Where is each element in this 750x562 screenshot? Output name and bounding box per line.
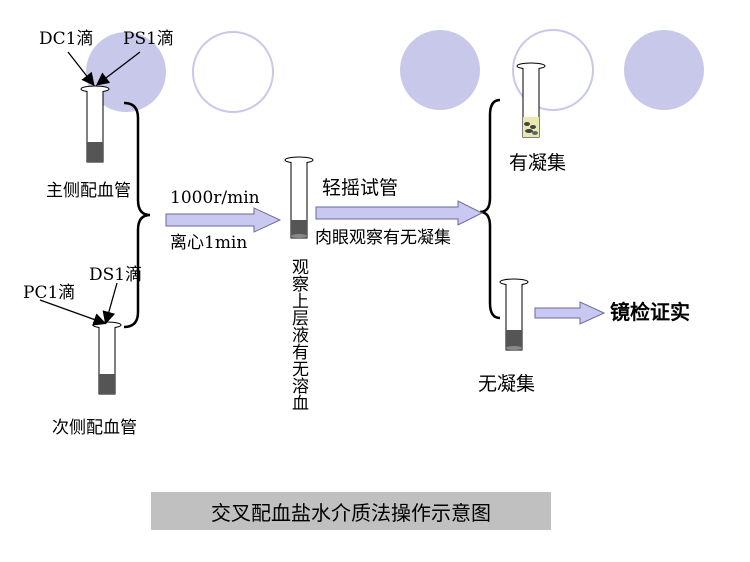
diagram-title-text: 交叉配血盐水介质法操作示意图	[211, 500, 491, 525]
microscope-confirm-label: 镜检证实	[610, 300, 690, 324]
ds1-label: DS1滴	[89, 265, 143, 285]
minor-tube-icon	[92, 321, 122, 395]
no-agglutination-label: 无凝集	[478, 373, 536, 395]
microscope-arrow	[534, 301, 606, 325]
diagram-title: 交叉配血盐水介质法操作示意图	[151, 492, 551, 530]
agglutination-tube-icon	[516, 62, 546, 138]
centrifuge-label: 离心1min	[170, 233, 248, 253]
decor-circle-3	[400, 30, 480, 110]
main-tube-icon	[80, 85, 110, 163]
pc1-arrow	[39, 299, 107, 326]
ps1-label: PS1滴	[123, 29, 174, 49]
decor-circle-2	[192, 31, 274, 113]
center-tube-icon	[284, 156, 314, 239]
dc1-label: DC1滴	[39, 29, 94, 49]
shake-label: 轻摇试管	[322, 177, 399, 199]
decor-circle-1	[86, 32, 166, 112]
shake-arrow	[315, 200, 484, 226]
centrifuge-arrow	[165, 207, 282, 233]
ps1-arrow	[95, 51, 141, 86]
has-agglutination-label: 有凝集	[509, 152, 567, 174]
observe-agglutination-label: 肉眼观察有无凝集	[315, 228, 451, 248]
ds1-arrow	[102, 282, 118, 325]
main-tube-label: 主侧配血管	[46, 181, 131, 201]
speed-label: 1000r/min	[170, 188, 260, 208]
minor-tube-label: 次侧配血管	[52, 418, 137, 438]
pc1-label: PC1滴	[23, 283, 76, 303]
right-brace	[479, 98, 501, 320]
no-agglutination-tube-icon	[499, 278, 529, 351]
dc1-arrow	[67, 51, 95, 87]
observe-hemolysis-label: 观察上层液有无溶血	[288, 258, 308, 411]
left-brace	[123, 101, 151, 329]
decor-circle-5	[624, 30, 704, 110]
